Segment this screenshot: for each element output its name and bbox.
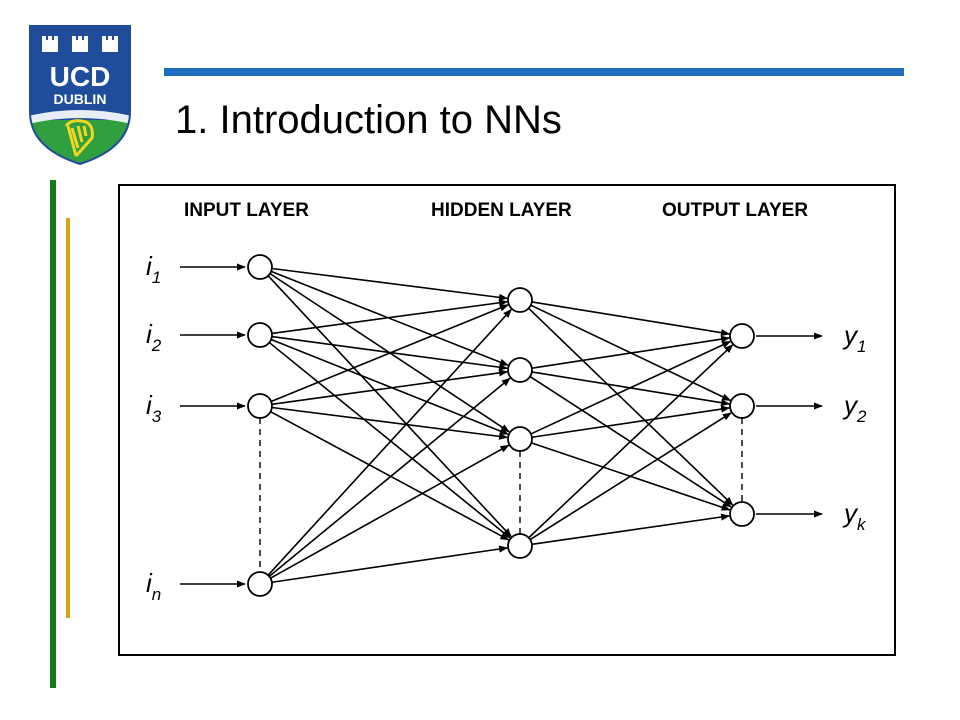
input-node-2 xyxy=(247,322,273,348)
connection-hidden-3-output-2 xyxy=(531,405,731,439)
output-layer-label: OUTPUT LAYER xyxy=(662,200,808,221)
harp-icon xyxy=(64,119,94,157)
ucd-logo: UCD DUBLIN xyxy=(28,20,132,166)
connection-hidden-2-output-1 xyxy=(531,335,731,369)
connection-input-3-hidden-1 xyxy=(270,304,509,403)
logo-text-ucd: UCD xyxy=(50,61,111,92)
input-node-3 xyxy=(247,393,273,419)
diagram-frame xyxy=(118,184,896,656)
slide-title: 1. Introduction to NNs xyxy=(175,98,562,142)
connection-input-2-hidden-1 xyxy=(271,299,509,335)
connection-input-1-hidden-4 xyxy=(267,275,512,538)
connection-hidden-3-output-1 xyxy=(530,340,732,435)
hidden-node-3 xyxy=(507,426,533,452)
neural-network-diagram: INPUT LAYER HIDDEN LAYER OUTPUT LAYER i1… xyxy=(118,184,896,656)
output-node-3 xyxy=(729,501,755,527)
output-node-1 xyxy=(729,323,755,349)
hidden-layer-label: HIDDEN LAYER xyxy=(431,200,572,221)
connection-input-3-hidden-2 xyxy=(271,369,509,406)
hidden-node-4 xyxy=(507,533,533,559)
connection-hidden-1-output-3 xyxy=(528,307,734,506)
connection-input-2-hidden-3 xyxy=(270,338,509,435)
output-node-2 xyxy=(729,393,755,419)
input-layer-label: INPUT LAYER xyxy=(184,200,309,221)
connection-hidden-4-output-2 xyxy=(529,412,732,541)
side-bar-gold xyxy=(66,218,70,618)
connection-input-3-hidden-3 xyxy=(271,406,508,440)
input-node-4 xyxy=(247,571,273,597)
hidden-node-2 xyxy=(507,357,533,383)
connection-input-4-hidden-2 xyxy=(268,377,511,577)
hidden-node-1 xyxy=(507,287,533,313)
title-rule xyxy=(164,68,904,76)
connection-input-1-hidden-1 xyxy=(271,267,508,301)
input-node-1 xyxy=(247,254,273,280)
logo-text-dublin: DUBLIN xyxy=(54,91,107,107)
connection-input-4-hidden-1 xyxy=(267,308,512,576)
connection-hidden-4-output-1 xyxy=(528,344,734,539)
connection-input-4-hidden-4 xyxy=(271,545,509,584)
connection-input-4-hidden-3 xyxy=(270,444,510,579)
connection-input-2-hidden-4 xyxy=(268,341,511,539)
connection-hidden-1-output-1 xyxy=(531,301,731,337)
connection-input-3-hidden-4 xyxy=(270,410,510,541)
side-bar-green xyxy=(50,180,56,688)
connection-hidden-4-output-3 xyxy=(531,513,731,546)
